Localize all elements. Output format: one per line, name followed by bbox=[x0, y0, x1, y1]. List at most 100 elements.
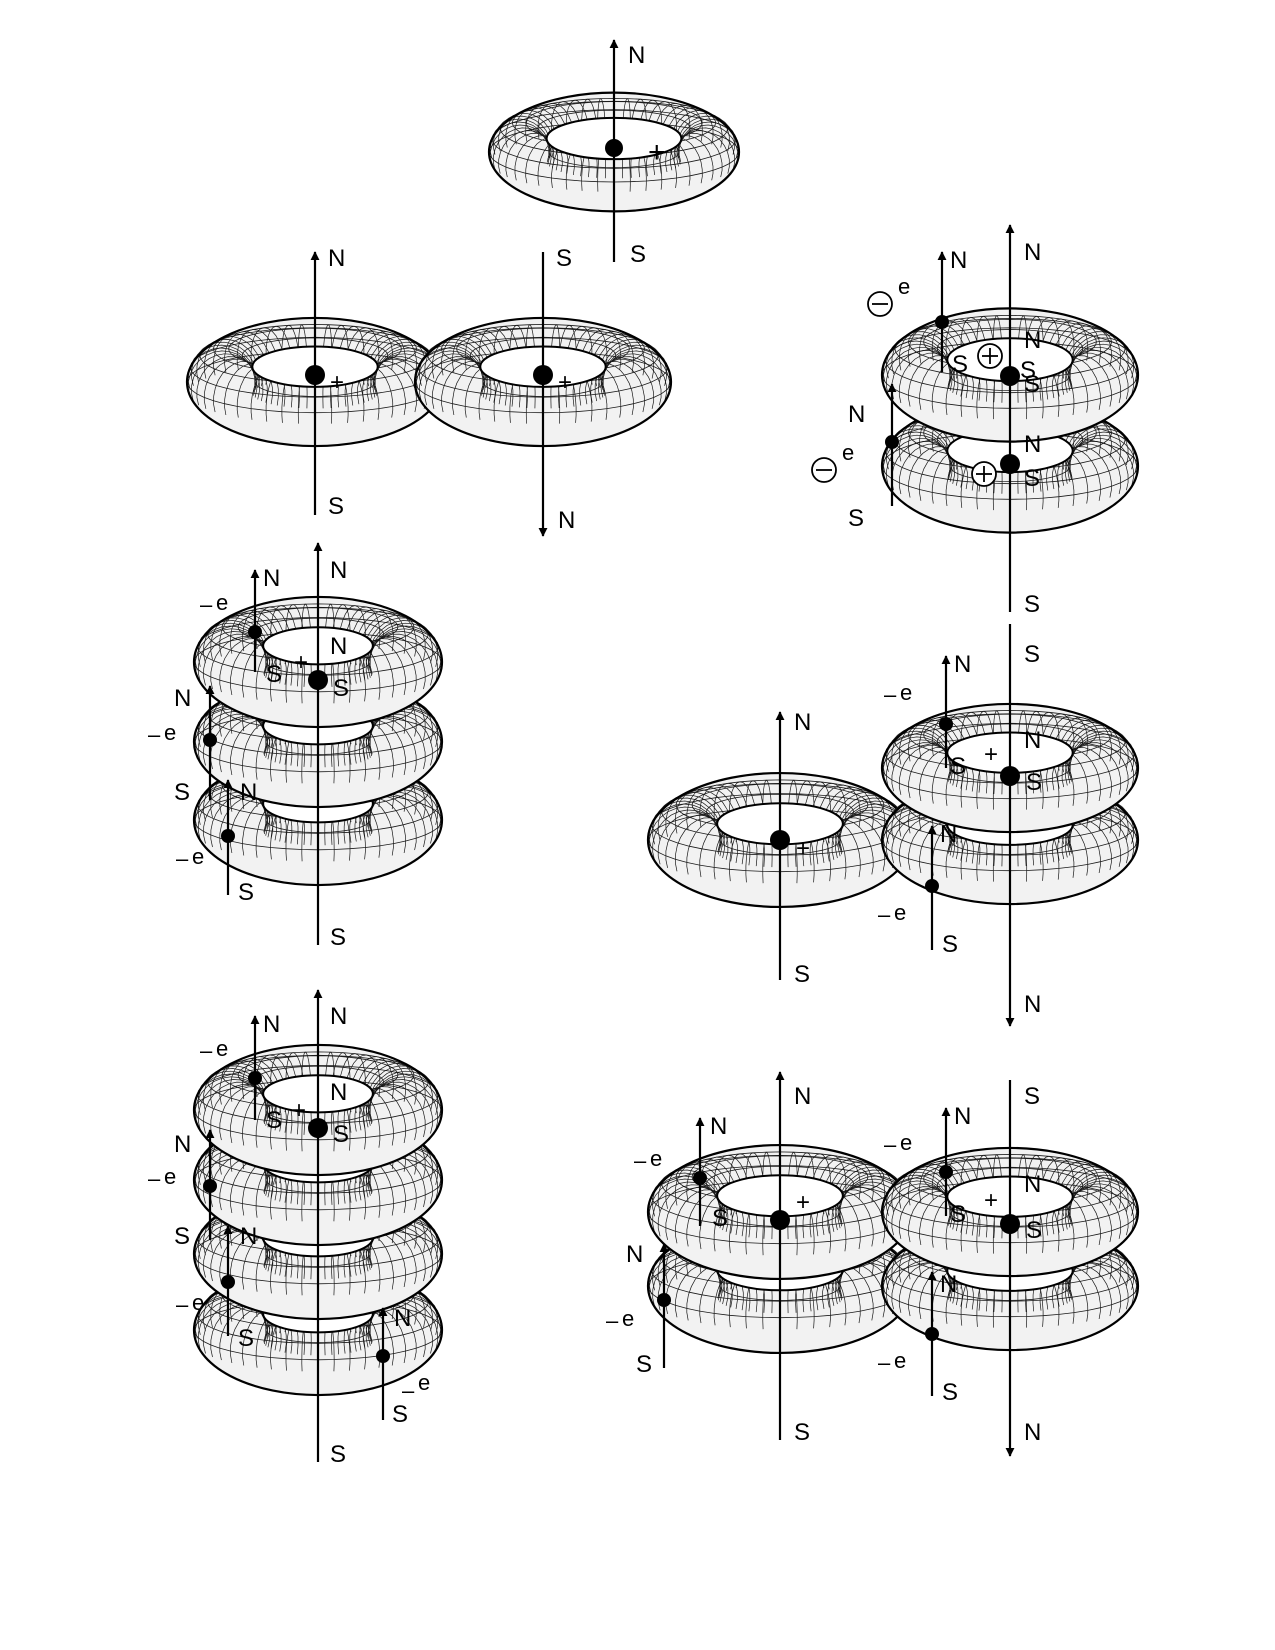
torus-meridian bbox=[365, 713, 433, 766]
north-label: N bbox=[1024, 991, 1041, 1018]
torus-meridian bbox=[1052, 448, 1101, 501]
plus-sign: + bbox=[558, 369, 572, 396]
torus-meridian bbox=[362, 636, 426, 690]
electron-label: e bbox=[164, 720, 176, 745]
south-label: S bbox=[942, 1379, 958, 1406]
marks-layer: NS+NS+SN+NSNSNSNSeNSeSNSNS+SN–eNS–eNS–eN… bbox=[148, 39, 1042, 1468]
torus-meridian bbox=[891, 1260, 955, 1310]
electron-dot bbox=[939, 717, 953, 731]
proton-dot bbox=[308, 1118, 328, 1138]
north-label: N bbox=[1024, 431, 1041, 458]
south-label: S bbox=[556, 245, 572, 272]
south-label: S bbox=[1024, 465, 1040, 492]
torus-meridian bbox=[219, 638, 277, 693]
south-label: S bbox=[330, 1441, 346, 1468]
electron-dot bbox=[248, 1071, 262, 1085]
proton-dot bbox=[1000, 766, 1020, 786]
torus-meridian bbox=[354, 640, 406, 696]
plus-sign: + bbox=[984, 741, 998, 768]
torus-meridian bbox=[498, 130, 555, 174]
minus-sign: – bbox=[634, 1148, 647, 1173]
north-label: N bbox=[794, 1083, 811, 1110]
torus-meridian bbox=[594, 358, 655, 409]
north-label: N bbox=[794, 709, 811, 736]
plus-sign: + bbox=[648, 136, 666, 169]
torus-meridian bbox=[362, 1084, 426, 1138]
north-label: N bbox=[263, 1011, 280, 1038]
electron-dot bbox=[925, 1327, 939, 1341]
electron-label: e bbox=[650, 1146, 662, 1171]
plus-sign: + bbox=[984, 1187, 998, 1214]
north-label: N bbox=[848, 401, 865, 428]
north-label: N bbox=[330, 1079, 347, 1106]
minus-sign: – bbox=[176, 1292, 189, 1317]
south-label: S bbox=[1026, 769, 1042, 796]
south-label: S bbox=[330, 924, 346, 951]
south-label: S bbox=[942, 931, 958, 958]
electron-dot bbox=[935, 315, 949, 329]
minus-sign: – bbox=[176, 846, 189, 871]
torus-meridian bbox=[898, 744, 959, 795]
electron-label: e bbox=[418, 1370, 430, 1395]
proton-dot bbox=[305, 365, 325, 385]
electron-dot bbox=[885, 435, 899, 449]
electron-label: e bbox=[894, 1348, 906, 1373]
torus-meridian bbox=[657, 1184, 725, 1237]
north-label: N bbox=[954, 1103, 971, 1130]
south-label: S bbox=[1024, 591, 1040, 618]
torus-meridian bbox=[1069, 434, 1138, 482]
proton-dot bbox=[1000, 366, 1020, 386]
plus-sign: + bbox=[330, 369, 344, 396]
circled-minus bbox=[811, 457, 837, 483]
torus-meridian bbox=[898, 443, 959, 495]
north-label: N bbox=[1024, 239, 1041, 266]
electron-label: e bbox=[898, 274, 910, 299]
south-label: S bbox=[1024, 1083, 1040, 1110]
proton-dot bbox=[1000, 454, 1020, 474]
torus-meridian bbox=[891, 441, 955, 491]
south-label: S bbox=[630, 241, 646, 268]
torus-meridian bbox=[891, 1186, 955, 1236]
north-label: N bbox=[330, 557, 347, 584]
north-label: N bbox=[628, 42, 645, 69]
north-label: N bbox=[1024, 1419, 1041, 1446]
torus-meridian bbox=[675, 1189, 733, 1244]
north-label: N bbox=[174, 685, 191, 712]
electron-dot bbox=[925, 879, 939, 893]
torus-meridian bbox=[1052, 357, 1101, 410]
electron-dot bbox=[657, 1293, 671, 1307]
torus-meridian bbox=[665, 1187, 729, 1240]
electron-label: e bbox=[192, 1290, 204, 1315]
torus-meridian bbox=[1065, 350, 1129, 400]
torus-meridian bbox=[1061, 1262, 1122, 1313]
torus-meridian bbox=[898, 1188, 959, 1239]
minus-sign: – bbox=[606, 1308, 619, 1333]
proton-dot bbox=[770, 830, 790, 850]
minus-sign: – bbox=[884, 1132, 897, 1157]
north-label: N bbox=[558, 507, 575, 534]
minus-sign: – bbox=[148, 1166, 161, 1191]
torus-meridian bbox=[219, 1086, 277, 1141]
electron-dot bbox=[376, 1349, 390, 1363]
torus-meridian bbox=[1069, 343, 1138, 391]
proton-dot bbox=[770, 1210, 790, 1230]
torus-meridian bbox=[1065, 441, 1129, 491]
south-label: S bbox=[950, 1201, 966, 1228]
torus-meridian bbox=[891, 742, 955, 792]
north-label: N bbox=[710, 1113, 727, 1140]
torus-meridian bbox=[919, 357, 968, 410]
electron-label: e bbox=[622, 1306, 634, 1331]
plus-sign: + bbox=[796, 835, 810, 862]
electron-dot bbox=[693, 1171, 707, 1185]
torus bbox=[880, 307, 1140, 443]
plus-sign: + bbox=[796, 1189, 810, 1216]
north-label: N bbox=[626, 1241, 643, 1268]
electron-dot bbox=[203, 733, 217, 747]
proton-dot bbox=[1000, 1214, 1020, 1234]
torus-meridian bbox=[1061, 1188, 1122, 1239]
electron-label: e bbox=[842, 440, 854, 465]
torus-meridian bbox=[1061, 443, 1122, 495]
north-label: N bbox=[240, 1223, 257, 1250]
north-label: N bbox=[330, 633, 347, 660]
electron-dot bbox=[221, 1275, 235, 1289]
